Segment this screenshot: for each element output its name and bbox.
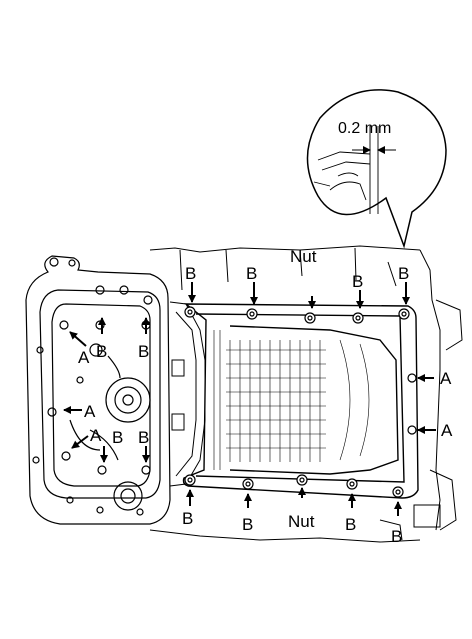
oil-pan-bolts <box>184 306 417 498</box>
label-a-left-3: A <box>90 426 102 445</box>
label-b-top-4: B <box>398 264 409 283</box>
label-a-left-2: A <box>84 402 96 421</box>
label-b-top-3: B <box>352 272 363 291</box>
label-b-top-1: B <box>185 264 196 283</box>
inset-detail-lines <box>313 126 379 214</box>
label-nut-bottom: Nut <box>288 512 315 531</box>
label-b-bottom-3: B <box>345 515 356 534</box>
cover-seam <box>169 301 206 487</box>
label-b-left-2: B <box>138 342 149 361</box>
oil-pan <box>182 303 419 499</box>
callout-labels: Nut Nut B B B B B B B B A A A A A B B B … <box>78 247 453 546</box>
oil-pan-ribs <box>213 330 370 470</box>
callout-arrows <box>63 282 436 516</box>
label-b-bottom-1: B <box>182 509 193 528</box>
label-b-bottom-4: B <box>391 527 402 546</box>
label-a-right-2: A <box>441 421 453 440</box>
label-a-right-1: A <box>440 369 452 388</box>
front-cover <box>25 255 171 525</box>
engine-block-outline <box>149 245 463 543</box>
label-b-left-4: B <box>138 428 149 447</box>
detail-inset <box>306 89 447 249</box>
label-b-top-2: B <box>246 264 257 283</box>
label-b-left-1: B <box>96 342 107 361</box>
label-a-left-1: A <box>78 348 90 367</box>
label-nut-top: Nut <box>290 247 317 266</box>
label-b-left-3: B <box>112 428 123 447</box>
inset-measurement-label: 0.2 mm <box>338 120 391 137</box>
label-b-bottom-2: B <box>242 515 253 534</box>
